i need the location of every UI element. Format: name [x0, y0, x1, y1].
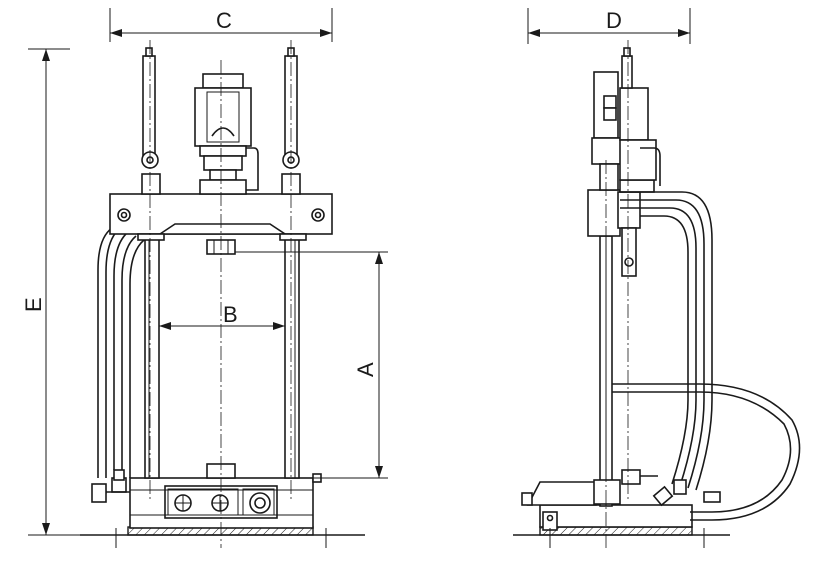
side-base-box: [539, 504, 693, 528]
dimension-a: A: [235, 251, 388, 479]
dimension-label-e: E: [21, 297, 46, 312]
dimension-d: D: [527, 8, 691, 44]
dimension-e: E: [21, 48, 80, 536]
dimension-c: C: [109, 8, 333, 42]
valve-knob-right: [211, 494, 229, 512]
valve-knob-left: [174, 494, 192, 512]
front-hydraulic-hoses: [97, 227, 145, 478]
side-head-block: [587, 189, 621, 237]
side-view: [513, 40, 801, 548]
front-crosshead: [109, 193, 333, 241]
front-column-left: [144, 237, 160, 479]
dimension-label-a: A: [353, 362, 378, 377]
front-actuator: [194, 73, 259, 195]
side-hydraulic-hoses: [612, 191, 801, 521]
front-view: [80, 40, 365, 548]
dimension-label-b: B: [223, 302, 238, 327]
dimension-label-c: C: [216, 8, 232, 33]
dimension-label-d: D: [606, 8, 622, 33]
side-base-plate: [539, 526, 693, 536]
front-column-right: [284, 237, 300, 479]
pressure-gauge-icon: [249, 492, 271, 514]
dimension-b: B: [159, 302, 285, 330]
